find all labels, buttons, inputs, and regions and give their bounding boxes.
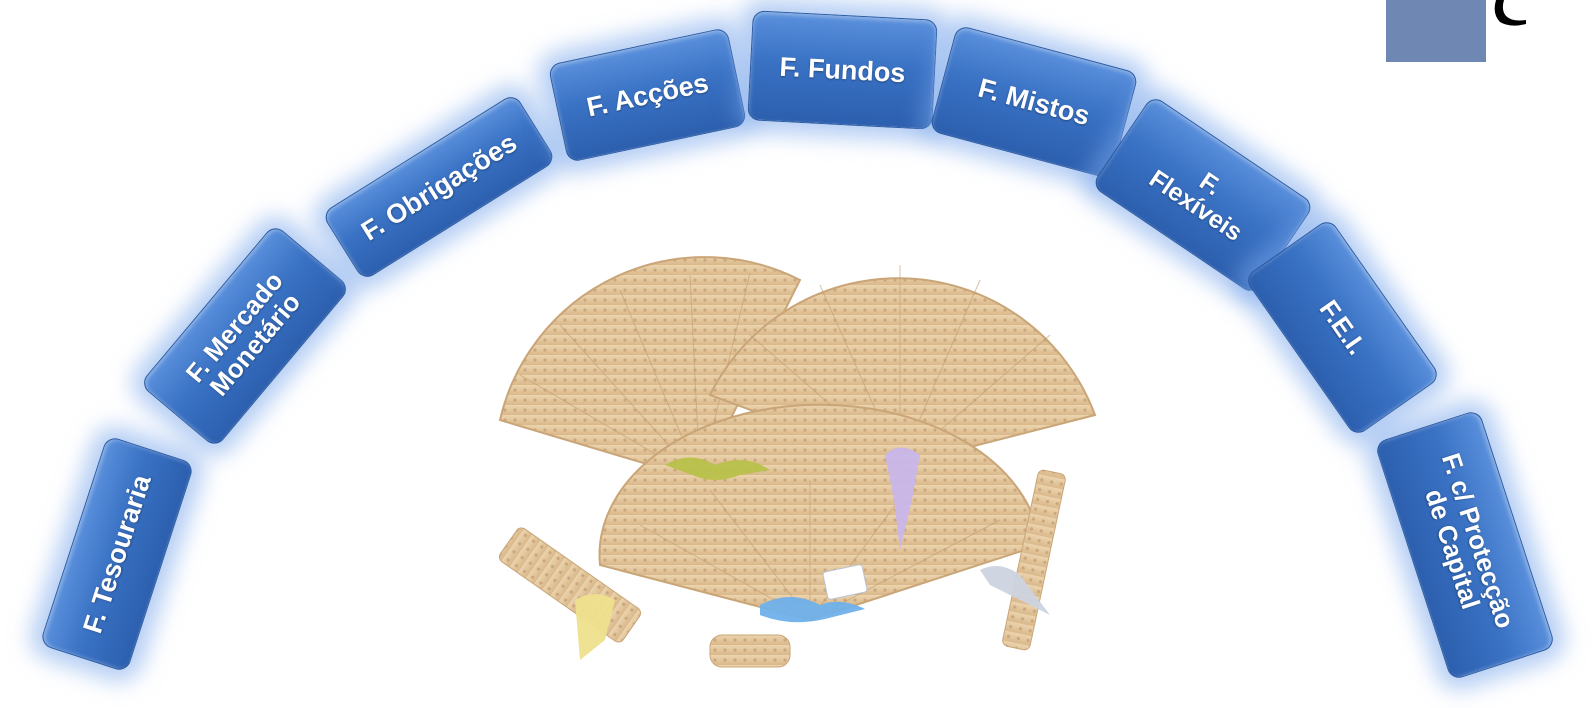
- fund-label: F. Acções: [583, 67, 712, 123]
- fund-label: F. Tesouraria: [77, 471, 157, 637]
- bottom-fan: [598, 403, 1042, 622]
- fund-block-accoes: F. Acções: [547, 27, 748, 163]
- fan-tag: [822, 564, 868, 600]
- ribbon-lilac: [885, 447, 920, 550]
- ribbon-grey: [980, 566, 1050, 615]
- ribbon-green: [665, 457, 770, 480]
- small-fan: [709, 634, 791, 668]
- closed-fan-right: [1002, 469, 1066, 651]
- ribbon-blue: [760, 597, 865, 623]
- fund-block-fundos: F. Fundos: [747, 10, 938, 130]
- fund-label: F. Obrigações: [355, 127, 522, 247]
- decorative-corner-square: [1386, 0, 1486, 62]
- fund-block-mistos: F. Mistos: [928, 24, 1140, 180]
- fund-label: F. c/ Protecção de Capital: [1419, 449, 1521, 632]
- ribbon-yellow: [575, 594, 615, 660]
- fund-block-proteccao-capital: F. c/ Protecção de Capital: [1374, 409, 1556, 681]
- fund-label: F.E.I.: [1313, 294, 1373, 360]
- hand-fans-illustration: [498, 256, 1097, 668]
- fund-block-mercado-monetario: F. Mercado Monetário: [139, 223, 351, 449]
- fund-label: F. Mistos: [975, 72, 1093, 132]
- fund-label: F. Fundos: [778, 51, 907, 89]
- corner-figure-icon: [1494, 0, 1526, 26]
- fund-label: F. Mercado Monetário: [179, 265, 307, 402]
- fund-block-tesouraria: F. Tesouraria: [39, 435, 195, 673]
- fund-label: F. Flexíveis: [1144, 164, 1248, 247]
